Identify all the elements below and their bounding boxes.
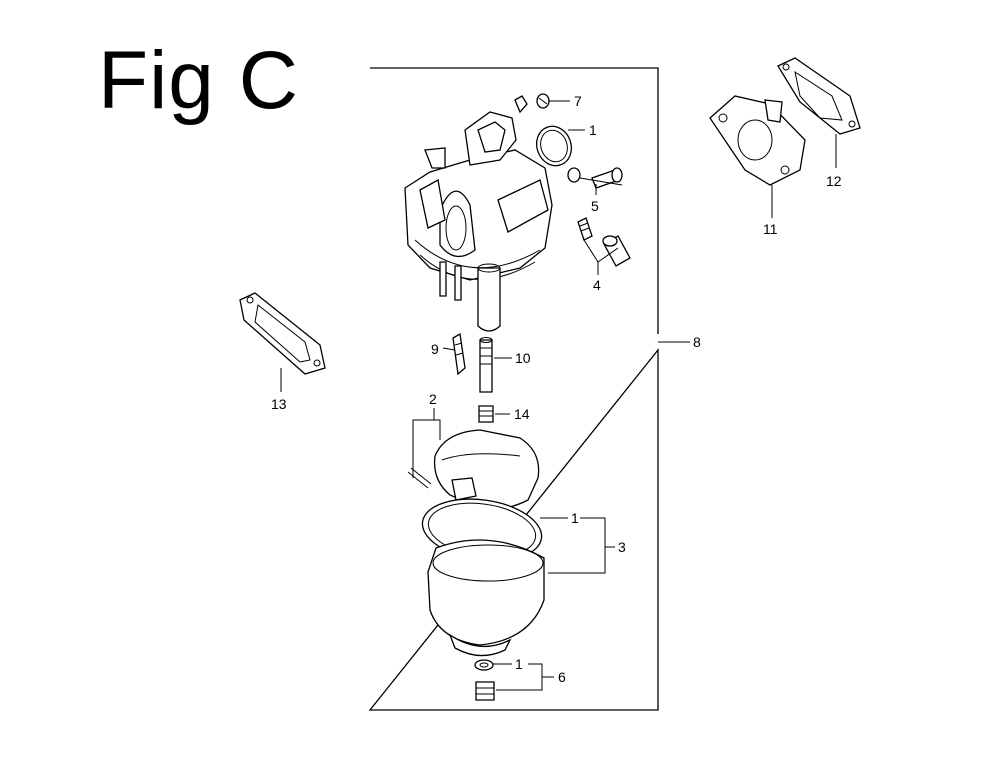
- float-2: [407, 429, 540, 510]
- callout-12: 12: [826, 173, 842, 189]
- screw-set-4: [577, 217, 631, 267]
- callout-6: 6: [558, 669, 566, 685]
- main-jet-14: [478, 405, 494, 423]
- callout-4: 4: [593, 277, 601, 293]
- screw-set-5: [567, 167, 623, 189]
- float-pin-9: [452, 332, 466, 376]
- main-nozzle-10: [479, 337, 493, 393]
- leader-lines: [280, 100, 837, 691]
- callout-7: 7: [574, 93, 582, 109]
- bolt-washer-6: [474, 659, 495, 701]
- callout-3: 3: [618, 539, 626, 555]
- callout-1-bot: 1: [515, 656, 523, 672]
- callout-5: 5: [591, 198, 599, 214]
- callout-14: 14: [514, 406, 530, 422]
- callout-11: 11: [763, 221, 778, 237]
- carburetor-body: [404, 95, 553, 332]
- figure-title: Fig C: [98, 35, 299, 126]
- callout-10: 10: [515, 350, 531, 366]
- callout-8: 8: [693, 334, 701, 350]
- callout-1-mid: 1: [571, 510, 579, 526]
- gasket-13: [239, 292, 326, 375]
- callout-labels: 7 1 5 4 8 9 10 14 2 1 3 1 6 11 12 13: [271, 93, 842, 685]
- callout-2: 2: [429, 391, 437, 407]
- callout-9: 9: [431, 341, 439, 357]
- screw-7: [536, 93, 550, 109]
- callout-13: 13: [271, 396, 287, 412]
- callout-1-top: 1: [589, 122, 597, 138]
- gasket-12: [777, 57, 861, 135]
- float-bowl-3: [427, 539, 545, 657]
- insulator-11: [709, 95, 806, 186]
